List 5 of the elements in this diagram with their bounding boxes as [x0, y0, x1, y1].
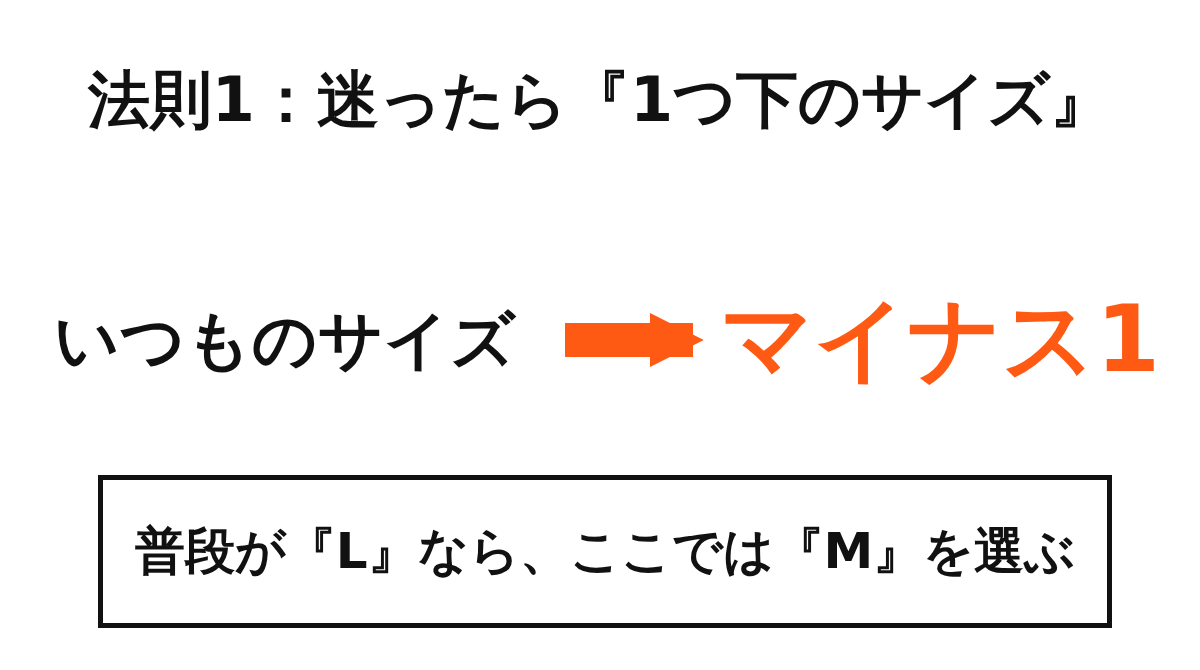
arrow [565, 313, 704, 367]
title: 法則1：迷ったら『1つ下のサイズ』 [86, 62, 1114, 138]
note-box: 普段が『L』なら、ここでは『M』を選ぶ [98, 475, 1112, 628]
highlight-text: マイナス1 [705, 270, 1175, 410]
label-text: いつものサイズ [30, 290, 540, 390]
